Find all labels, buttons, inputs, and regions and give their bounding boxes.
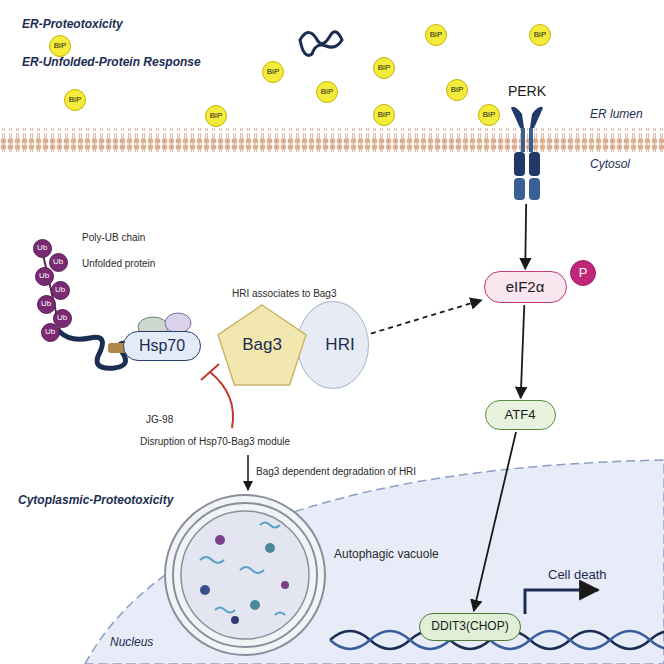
annotation-label: ER lumen — [590, 108, 643, 122]
node-text: Ub — [57, 314, 67, 323]
receptor-shape — [502, 84, 552, 202]
node-text: Ub — [53, 258, 63, 267]
ubiquitin: Ub — [33, 239, 52, 258]
node-text: BiP — [378, 111, 390, 120]
bip-chaperone: BiP — [373, 104, 395, 126]
ubiquitin: Ub — [37, 295, 56, 314]
er-membrane — [0, 128, 664, 152]
bip-chaperone: BiP — [446, 79, 468, 101]
node-text: BiP — [534, 31, 546, 40]
node-text: Ub — [55, 286, 65, 295]
bip-chaperone: BiP — [529, 24, 551, 46]
node-text: BiP — [483, 111, 495, 120]
bip-chaperone: BiP — [478, 104, 500, 126]
annotation-label: Poly-UB chain — [82, 232, 145, 244]
node-text: DDIT3(CHOP) — [431, 620, 508, 633]
node-text: BiP — [430, 31, 442, 40]
annotation-label: Bag3 dependent degradation of HRI — [256, 466, 416, 478]
ubiquitin: Ub — [41, 323, 60, 342]
node-text: BiP — [54, 42, 66, 51]
perk-receptor: PERK — [502, 84, 552, 202]
annotation-label: ER-Proteotoxicity — [22, 18, 123, 32]
ubiquitin: Ub — [51, 281, 70, 300]
node-text: BiP — [321, 88, 333, 97]
annotation-label: HRI associates to Bag3 — [232, 288, 337, 300]
node-text: Hsp70 — [139, 337, 185, 355]
arrow-connector — [521, 305, 525, 398]
bip-chaperone: BiP — [64, 89, 86, 111]
node-text: HRI — [325, 336, 354, 355]
ubiquitin: Ub — [49, 253, 68, 272]
bip-chaperone: BiP — [316, 81, 338, 103]
ubiquitin: Ub — [35, 267, 54, 286]
bip-chaperone: BiP — [425, 24, 447, 46]
hsp70-protein: Hsp70 — [123, 331, 201, 361]
annotation-label: Unfolded protein — [82, 258, 155, 270]
arrow-connector — [524, 204, 527, 269]
phosphate: P — [570, 260, 596, 286]
annotation-label: ER-Unfolded-Protein Response — [22, 56, 201, 70]
node-text: BiP — [451, 86, 463, 95]
annotation-label: Cytosol — [590, 158, 630, 172]
node-text: Ub — [45, 328, 55, 337]
node-text: Ub — [39, 272, 49, 281]
node-text: BiP — [267, 68, 279, 77]
node-text: P — [579, 266, 588, 280]
arrow-connector — [371, 300, 482, 333]
ddit3-gene: DDIT3(CHOP) — [419, 613, 521, 641]
arrow-connector — [474, 432, 516, 611]
atf4-protein: ATF4 — [485, 400, 556, 430]
node-text: BiP — [210, 112, 222, 121]
hri-kinase: HRI — [297, 301, 369, 389]
node-text: PERK — [508, 84, 546, 99]
bag3-protein: Bag3 — [216, 303, 308, 387]
annotation-label: Disruption of Hsp70-Bag3 module — [140, 436, 290, 448]
degradation-arrow — [247, 455, 249, 490]
bip-chaperone: BiP — [262, 61, 284, 83]
transcription-arrow — [525, 590, 598, 614]
eif2a-protein: eIF2αP — [484, 271, 567, 303]
unfolded-protein — [60, 332, 132, 368]
annotation-label: Cytoplasmic-Proteotoxicity — [18, 494, 173, 508]
co-chaperone — [165, 313, 191, 333]
autophagic-vacuole — [165, 495, 325, 655]
bip-chaperone: BiP — [373, 57, 395, 79]
annotation-label: Autophagic vacuole — [334, 548, 439, 562]
node-text: ATF4 — [505, 408, 536, 422]
node-text: BiP — [378, 64, 390, 73]
node-text: Bag3 — [242, 336, 282, 355]
bip-chaperone: BiP — [205, 105, 227, 127]
bip-chaperone: BiP — [49, 35, 71, 57]
annotation-label: Nucleus — [110, 636, 153, 650]
node-text: eIF2α — [506, 279, 545, 296]
node-text: Ub — [41, 300, 51, 309]
node-text: BiP — [69, 96, 81, 105]
jg98-inhibition — [201, 364, 233, 428]
annotation-label: Cell death — [548, 568, 607, 583]
annotation-label: JG-98 — [146, 414, 173, 426]
node-text: Ub — [37, 244, 47, 253]
unfolded-protein-er — [300, 32, 342, 56]
